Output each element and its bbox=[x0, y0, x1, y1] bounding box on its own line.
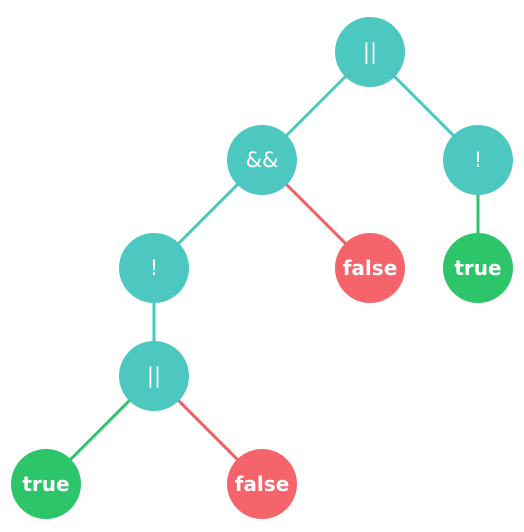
node-inner-or: || bbox=[119, 341, 189, 411]
node-true-2: true bbox=[11, 449, 81, 519]
node-label-inner-or: || bbox=[147, 364, 161, 389]
node-circle-false-1 bbox=[335, 233, 405, 303]
node-label-root-or: || bbox=[363, 40, 377, 65]
node-false-2: false bbox=[227, 449, 297, 519]
tree-edges bbox=[44, 50, 480, 486]
node-circle-root-or bbox=[335, 17, 405, 87]
node-circle-not-left bbox=[119, 233, 189, 303]
node-label-not-left: ! bbox=[150, 256, 158, 280]
node-label-false-1: false bbox=[343, 256, 398, 280]
node-label-and: && bbox=[246, 148, 279, 172]
node-and: && bbox=[227, 125, 297, 195]
node-label-not-right: ! bbox=[474, 148, 482, 172]
node-not-left: ! bbox=[119, 233, 189, 303]
node-circle-inner-or bbox=[119, 341, 189, 411]
node-label-false-2: false bbox=[235, 472, 290, 496]
node-not-right: ! bbox=[443, 125, 513, 195]
node-circle-and bbox=[227, 125, 297, 195]
node-root-or: || bbox=[335, 17, 405, 87]
node-circle-not-right bbox=[443, 125, 513, 195]
node-label-true-1: true bbox=[454, 256, 501, 280]
node-circle-false-2 bbox=[227, 449, 297, 519]
node-label-true-2: true bbox=[22, 472, 69, 496]
node-circle-true-2 bbox=[11, 449, 81, 519]
node-false-1: false bbox=[335, 233, 405, 303]
node-true-1: true bbox=[443, 233, 513, 303]
node-circle-true-1 bbox=[443, 233, 513, 303]
tree-nodes: || &&!! false true || true false bbox=[11, 17, 513, 519]
